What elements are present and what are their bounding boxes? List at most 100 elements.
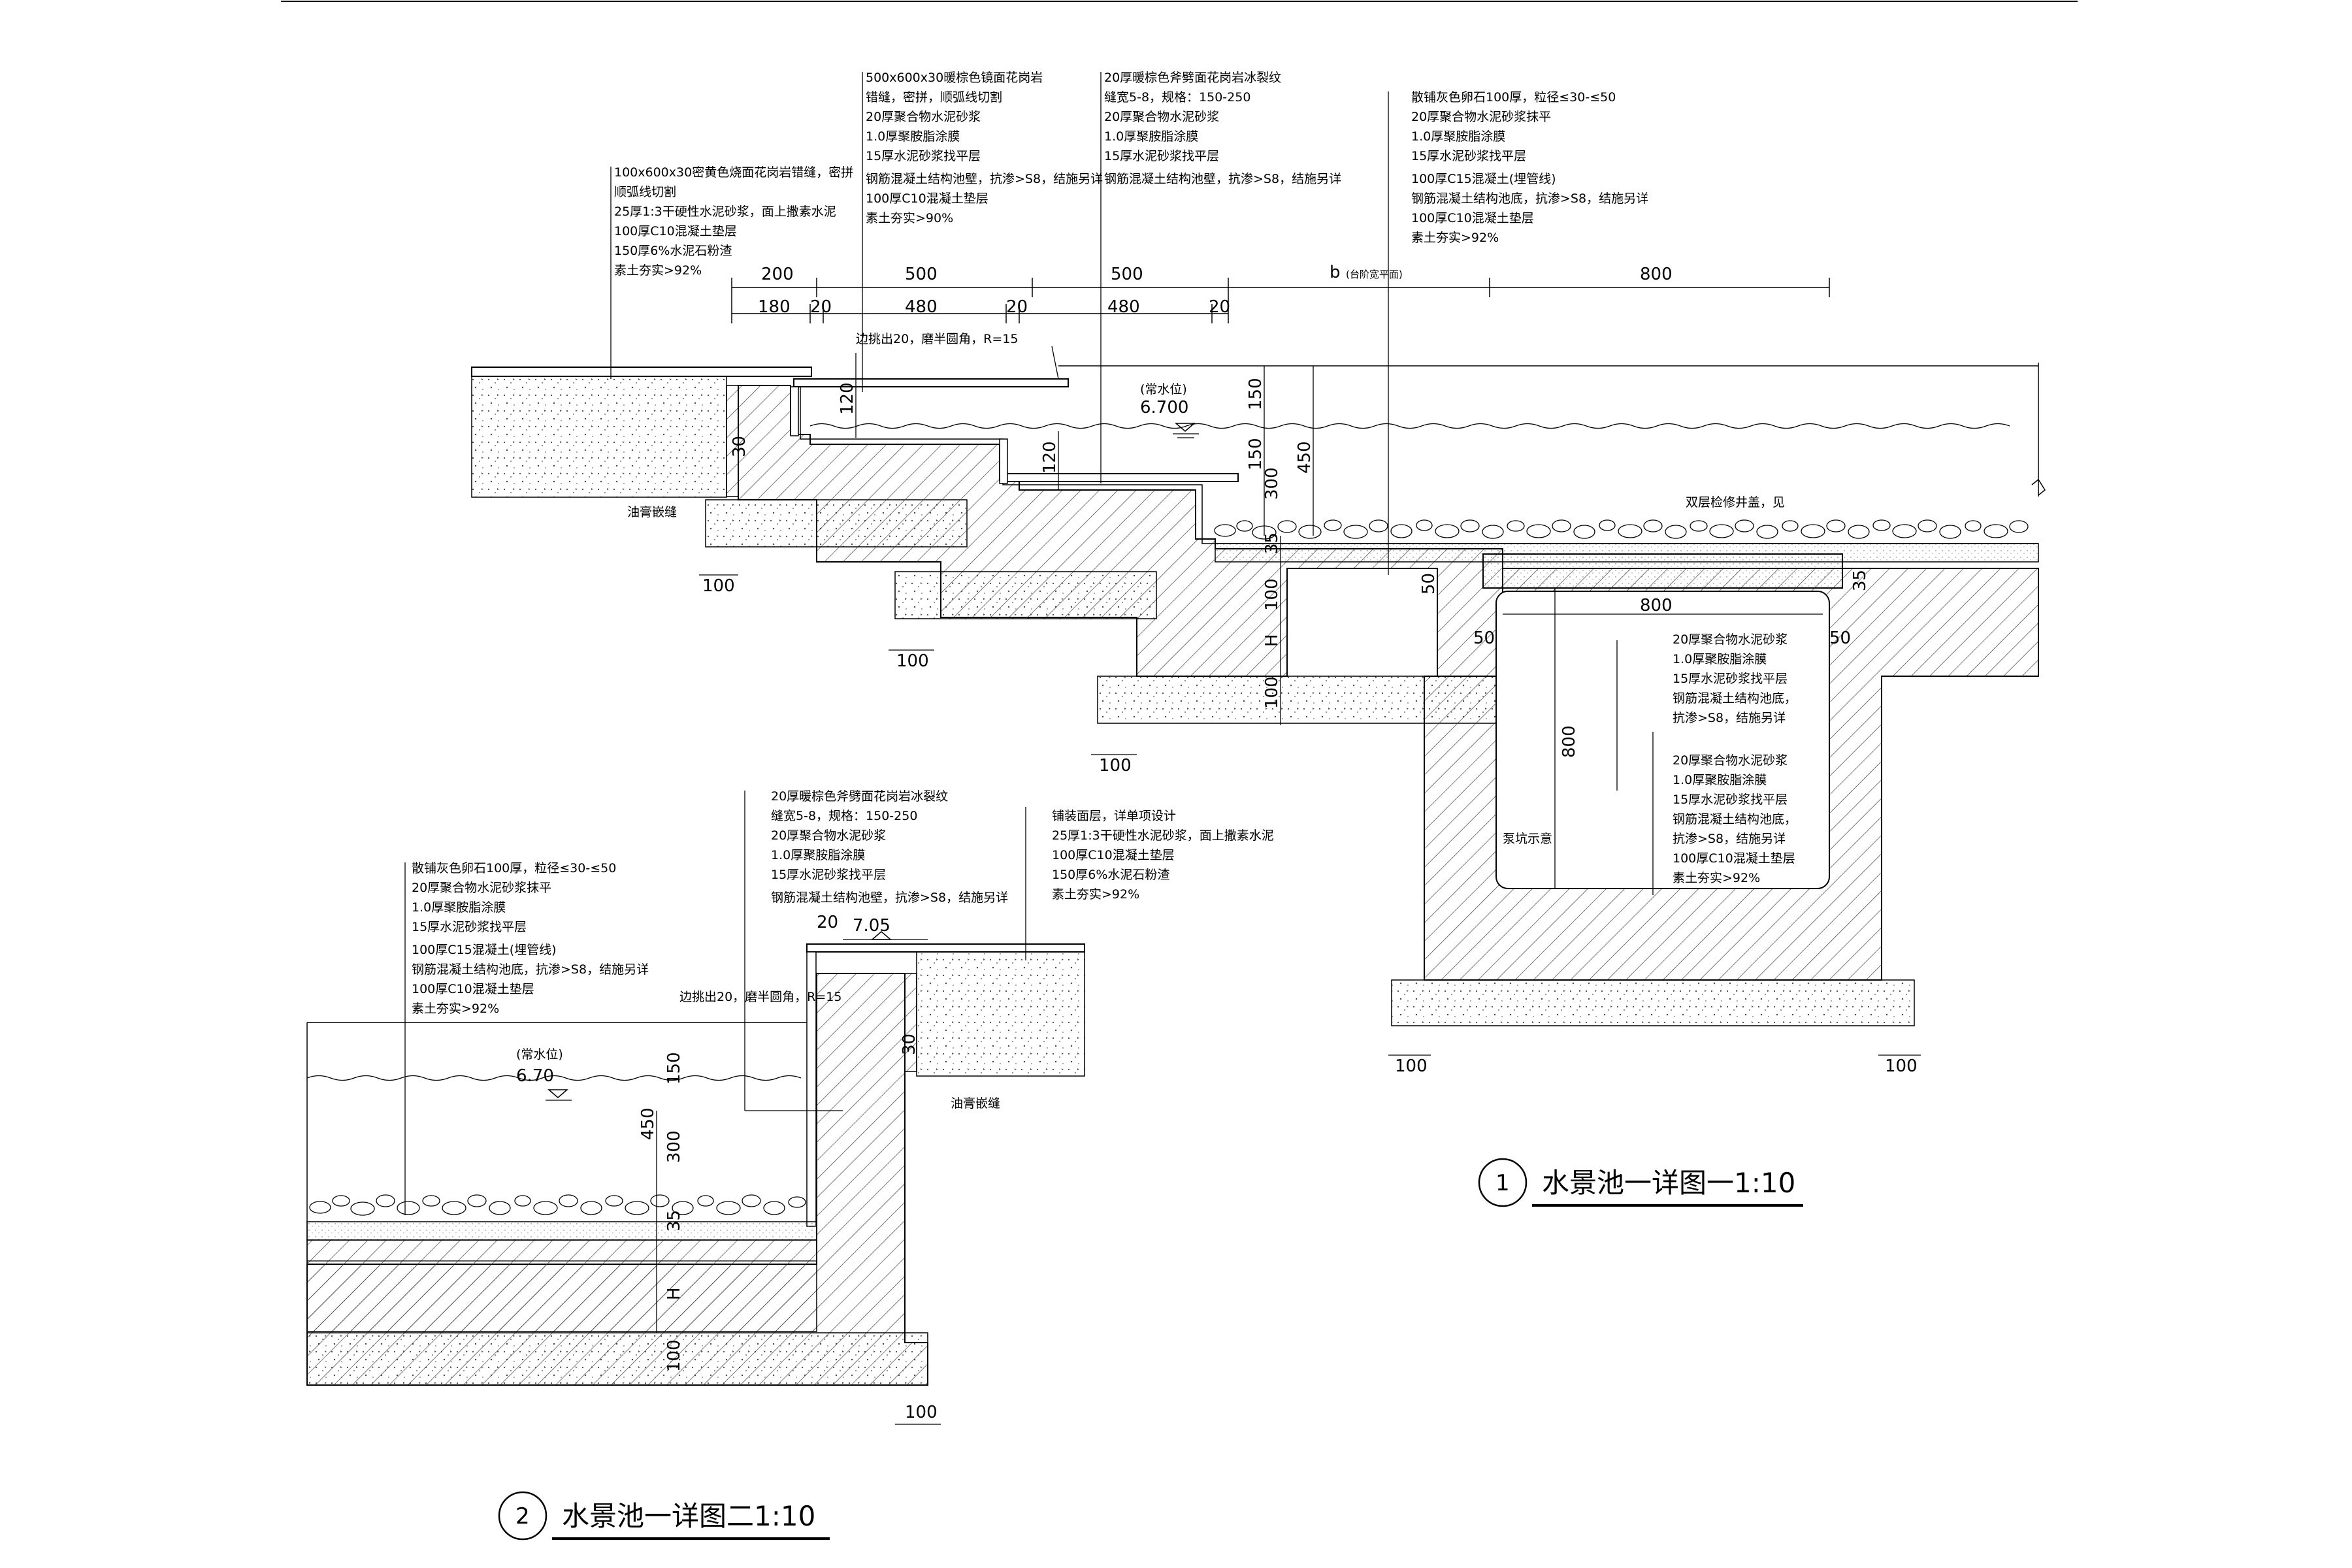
pebble-layer-d2 bbox=[309, 1194, 806, 1216]
notes-coping-d2: 20厚暖棕色斧劈面花岗岩冰裂纹 缝宽5-8，规格：150-250 20厚聚合物水… bbox=[771, 789, 1008, 905]
joint-strip-d2 bbox=[904, 973, 917, 1072]
notes-coping-2: 20厚暖棕色斧劈面花岗岩冰裂纹 缝宽5-8，规格：150-250 20厚聚合物水… bbox=[1104, 71, 1341, 186]
detail-2-number-circle bbox=[498, 1491, 547, 1541]
top-dimension-chain bbox=[731, 278, 1830, 323]
pump-pit bbox=[1495, 591, 1830, 889]
vdim-150b: 150 bbox=[1246, 438, 1266, 470]
dim-50c: 50 bbox=[1829, 629, 1851, 648]
vdim-H: H bbox=[1262, 634, 1282, 647]
vdim-30-d2: 30 bbox=[900, 1034, 919, 1055]
detail-1-number-circle bbox=[1478, 1158, 1527, 1207]
dim-top-800: 800 bbox=[1640, 265, 1673, 284]
notes-bottom-1: 散铺灰色卵石100厚，粒径≤30-≤50 20厚聚合物水泥砂浆抹平 1.0厚聚胺… bbox=[1411, 90, 1652, 245]
detail-2-number: 2 bbox=[515, 1503, 530, 1529]
water-level-label-1: (常水位) bbox=[1140, 382, 1187, 397]
dim-20-d2: 20 bbox=[817, 913, 838, 932]
cover-label: 双层检修井盖，见 bbox=[1686, 495, 1785, 510]
footing-d2 bbox=[306, 1332, 928, 1386]
detail-2-section: 散铺灰色卵石100厚，粒径≤30-≤50 20厚聚合物水泥砂浆抹平 1.0厚聚胺… bbox=[306, 789, 1278, 1541]
slab-d2 bbox=[306, 1239, 817, 1332]
vdim-300-d2: 300 bbox=[664, 1130, 684, 1163]
notes-pit-wall: 20厚聚合物水泥砂浆 1.0厚聚胺脂涂膜 15厚水泥砂浆找平层 钢筋混凝土结构池… bbox=[1673, 632, 1801, 725]
base-dim-2: 100 bbox=[896, 651, 929, 671]
vdim-120b: 120 bbox=[1040, 441, 1060, 474]
vdim-H-d2: H bbox=[664, 1287, 684, 1300]
vdim-35-d2: 35 bbox=[664, 1210, 684, 1232]
joint-label-1: 油膏嵌缝 bbox=[627, 504, 677, 519]
notes-pit-base: 20厚聚合物水泥砂浆 1.0厚聚胺脂涂膜 15厚水泥砂浆找平层 钢筋混凝土结构池… bbox=[1673, 753, 1801, 885]
coping-stone-2 bbox=[1002, 473, 1239, 482]
coping-stone-d2 bbox=[806, 943, 1085, 953]
top-level-d2: 7.05 bbox=[853, 916, 890, 936]
vdim-150a: 150 bbox=[1246, 378, 1266, 410]
dim-sub-480a: 480 bbox=[905, 297, 938, 317]
dim-sub-180: 180 bbox=[758, 297, 791, 317]
water-surface-1 bbox=[809, 423, 2010, 429]
pit-cover bbox=[1482, 553, 1843, 589]
water-surface-d2 bbox=[306, 1075, 802, 1081]
paving-base-d2 bbox=[916, 951, 1085, 1077]
joint-label-d2: 油膏嵌缝 bbox=[951, 1096, 1000, 1111]
notes-coping-1: 500x600x30暖棕色镜面花岗岩 错缝，密拼，顺弧线切割 20厚聚合物水泥砂… bbox=[866, 71, 1107, 225]
screed-d2 bbox=[306, 1221, 817, 1241]
vdim-100b: 100 bbox=[1262, 676, 1282, 709]
detail-1-title: 水景池一详图一1:10 bbox=[1542, 1167, 1795, 1199]
coping-stone-1 bbox=[793, 378, 1069, 387]
vdim-100-d2: 100 bbox=[664, 1339, 684, 1372]
coping-riser-1 bbox=[790, 386, 799, 436]
base-dim-5: 100 bbox=[1885, 1056, 1918, 1076]
vdim-35: 35 bbox=[1262, 532, 1282, 554]
notes-bottom-d2: 散铺灰色卵石100厚，粒径≤30-≤50 20厚聚合物水泥砂浆抹平 1.0厚聚胺… bbox=[412, 861, 653, 1016]
dim-sub-480b: 480 bbox=[1107, 297, 1140, 317]
dim-50b: 50 bbox=[1473, 629, 1495, 648]
pump-label: 泵坑示意 bbox=[1503, 832, 1552, 846]
vdim-100a: 100 bbox=[1262, 578, 1282, 611]
detail-1-number: 1 bbox=[1495, 1170, 1510, 1196]
vertical-dims-1 bbox=[855, 353, 1556, 889]
base-dim-1: 100 bbox=[702, 576, 735, 596]
edge-note-1: 边挑出20，磨半圆角，R=15 bbox=[856, 332, 1018, 346]
pit-footing bbox=[1391, 979, 1915, 1026]
dim-top-500b: 500 bbox=[1111, 265, 1143, 284]
b-note: (台阶宽平面) bbox=[1346, 269, 1403, 280]
dim-top-200: 200 bbox=[761, 265, 794, 284]
vdim-30: 30 bbox=[730, 436, 749, 457]
dim-top-500a: 500 bbox=[905, 265, 938, 284]
waterproof-layer bbox=[800, 385, 2038, 544]
vdim-300: 300 bbox=[1262, 467, 1282, 500]
leader-lines-1 bbox=[610, 72, 1654, 895]
detail-2-title: 水景池一详图二1:10 bbox=[562, 1500, 815, 1532]
edge-note-d2: 边挑出20，磨半圆角，R=15 bbox=[679, 990, 841, 1004]
step-footing-1 bbox=[894, 571, 1157, 619]
water-level-symbol-1 bbox=[1174, 423, 1196, 432]
base-dim-d2: 100 bbox=[905, 1403, 938, 1422]
vdim-50a: 50 bbox=[1419, 573, 1439, 595]
water-level-symbol-d2 bbox=[547, 1089, 569, 1098]
leader-lines-d2 bbox=[404, 791, 1026, 1333]
dim-sub-20a: 20 bbox=[810, 297, 832, 317]
notes-paving-d2: 铺装面层，详单项设计 25厚1:3干硬性水泥砂浆，面上撒素水泥 100厚C10混… bbox=[1052, 809, 1278, 902]
coping-riser-2 bbox=[999, 438, 1008, 484]
water-level-value-1: 6.700 bbox=[1140, 398, 1188, 417]
vdim-120a: 120 bbox=[838, 382, 857, 415]
base-dim-3: 100 bbox=[1099, 756, 1132, 776]
water-level-value-d2: 6.70 bbox=[516, 1066, 554, 1086]
left-paving-base bbox=[471, 376, 727, 498]
vdim-450: 450 bbox=[1295, 441, 1315, 474]
base-dim-4: 100 bbox=[1395, 1056, 1428, 1076]
water-level-label-d2: (常水位) bbox=[516, 1047, 563, 1062]
dim-sub-20c: 20 bbox=[1209, 297, 1230, 317]
detail-1-section: 100x600x30密黄色烧面花岗岩错缝，密拼 顺弧线切割 25厚1:3干硬性水… bbox=[471, 71, 2046, 1207]
dim-sub-20b: 20 bbox=[1006, 297, 1028, 317]
pit-width-dim: 800 bbox=[1640, 596, 1673, 615]
b-label: b bbox=[1330, 263, 1341, 282]
vdim-150-d2: 150 bbox=[664, 1052, 684, 1085]
vdim-35b: 35 bbox=[1850, 570, 1870, 591]
break-mark bbox=[2031, 478, 2046, 496]
pebble-layer-1 bbox=[1214, 519, 2029, 540]
left-paving-stone bbox=[471, 367, 812, 377]
vdim-450-d2: 450 bbox=[638, 1107, 658, 1140]
notes-paving-left: 100x600x30密黄色烧面花岗岩错缝，密拼 顺弧线切割 25厚1:3干硬性水… bbox=[614, 165, 857, 278]
base-dims-1 bbox=[699, 574, 1921, 1056]
